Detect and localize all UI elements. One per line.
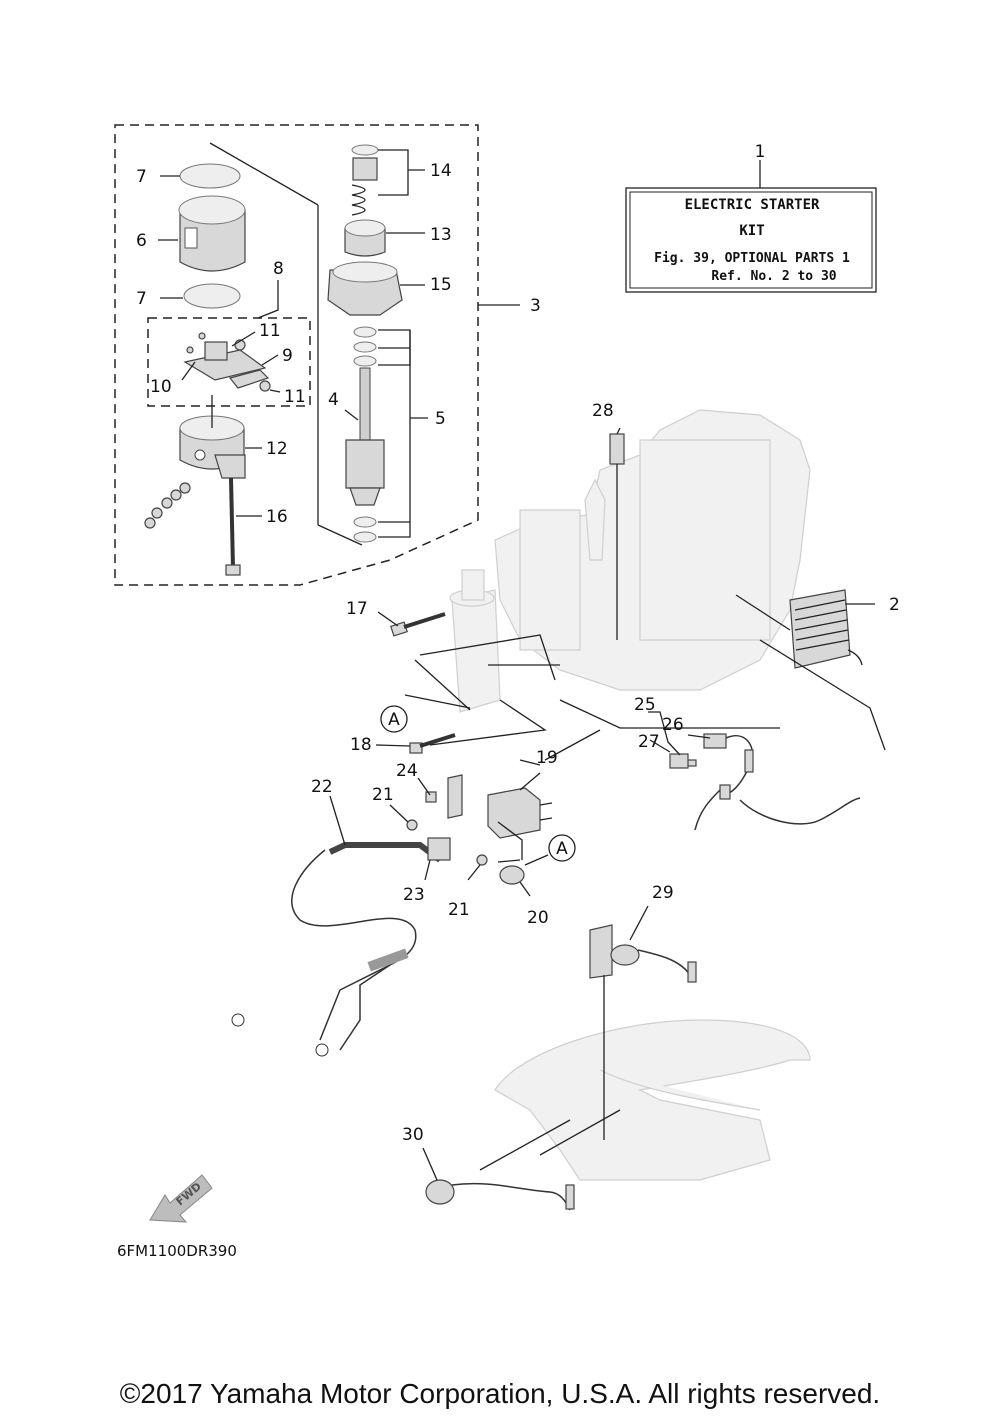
kit-subtitle: KIT bbox=[739, 223, 764, 239]
kit-fig-ref: Fig. 39, OPTIONAL PARTS 1 bbox=[654, 251, 850, 266]
callout-2: 2 bbox=[889, 595, 900, 615]
screw-21a bbox=[406, 819, 418, 831]
o-ring-upper bbox=[179, 163, 241, 189]
bolt-18 bbox=[409, 733, 456, 754]
fuse-holder bbox=[497, 859, 525, 885]
callout-4: 4 bbox=[328, 390, 339, 410]
ref-marker-a-upper: A bbox=[380, 705, 408, 733]
ref-label-a-lower: A bbox=[556, 839, 568, 859]
callout-12: 12 bbox=[266, 439, 288, 459]
callout-8: 8 bbox=[273, 259, 284, 279]
callout-13: 13 bbox=[430, 225, 452, 245]
callout-30: 30 bbox=[402, 1125, 424, 1145]
terminal-nuts bbox=[144, 482, 191, 529]
kit-ref-range: Ref. No. 2 to 30 bbox=[711, 269, 836, 284]
callout-19: 19 bbox=[536, 748, 558, 768]
drawing-code: 6FM1100DR390 bbox=[117, 1242, 237, 1260]
brush-holder-outline bbox=[147, 317, 311, 407]
brush-holder bbox=[183, 332, 271, 392]
callout-25: 25 bbox=[634, 695, 656, 715]
callout-10: 10 bbox=[150, 377, 172, 397]
wire-harness bbox=[669, 733, 861, 831]
fwd-arrow: FWD bbox=[149, 1174, 213, 1223]
ref-marker-a-lower: A bbox=[548, 834, 576, 862]
callout-21-upper: 21 bbox=[372, 785, 394, 805]
callout-7-upper: 7 bbox=[136, 167, 147, 187]
callout-3: 3 bbox=[530, 296, 541, 316]
screw-21b bbox=[476, 854, 488, 866]
starter-yoke bbox=[178, 195, 246, 272]
rectifier-regulator bbox=[789, 589, 863, 669]
callout-9: 9 bbox=[282, 346, 293, 366]
starter-relay bbox=[487, 787, 553, 839]
callout-22: 22 bbox=[311, 777, 333, 797]
callout-24: 24 bbox=[396, 761, 418, 781]
callout-28: 28 bbox=[592, 401, 614, 421]
callout-6: 6 bbox=[136, 231, 147, 251]
callout-7-lower: 7 bbox=[136, 289, 147, 309]
copyright-notice: ©2017 Yamaha Motor Corporation, U.S.A. A… bbox=[119, 1378, 881, 1409]
callout-27: 27 bbox=[638, 732, 660, 752]
callout-5: 5 bbox=[435, 409, 446, 429]
callout-11-lower: 11 bbox=[284, 387, 306, 407]
clip-28 bbox=[609, 433, 625, 465]
o-ring-lower bbox=[183, 283, 241, 309]
battery-cable bbox=[231, 837, 451, 1057]
callout-15: 15 bbox=[430, 275, 452, 295]
callout-23: 23 bbox=[403, 885, 425, 905]
starter-kit-outline bbox=[114, 124, 479, 586]
callout-1: 1 bbox=[755, 142, 766, 162]
through-bolt bbox=[225, 477, 241, 576]
callout-26: 26 bbox=[662, 715, 684, 735]
callout-21-lower: 21 bbox=[448, 900, 470, 920]
bolt-24 bbox=[425, 774, 463, 819]
bolt-17 bbox=[390, 612, 446, 637]
callout-20: 20 bbox=[527, 908, 549, 928]
callout-labels: 2 3 4 5 6 7 7 8 9 10 11 11 12 13 14 15 1… bbox=[136, 161, 900, 1145]
callout-16: 16 bbox=[266, 507, 288, 527]
ref-label-a-upper: A bbox=[388, 710, 400, 730]
engine-block-ghost bbox=[494, 409, 811, 691]
callout-14: 14 bbox=[430, 161, 452, 181]
lower-casing-ghost bbox=[494, 1019, 811, 1181]
kit-info-box bbox=[625, 160, 877, 293]
callout-29: 29 bbox=[652, 883, 674, 903]
thermo-switch bbox=[425, 1179, 575, 1211]
leader-lines bbox=[158, 149, 886, 1181]
callout-18: 18 bbox=[350, 735, 372, 755]
kit-title: ELECTRIC STARTER bbox=[685, 197, 820, 213]
callout-17: 17 bbox=[346, 599, 368, 619]
neutral-switch bbox=[589, 924, 697, 983]
armature-column bbox=[327, 144, 403, 543]
starter-motor-ghost bbox=[449, 569, 501, 713]
callout-11-upper: 11 bbox=[259, 321, 281, 341]
